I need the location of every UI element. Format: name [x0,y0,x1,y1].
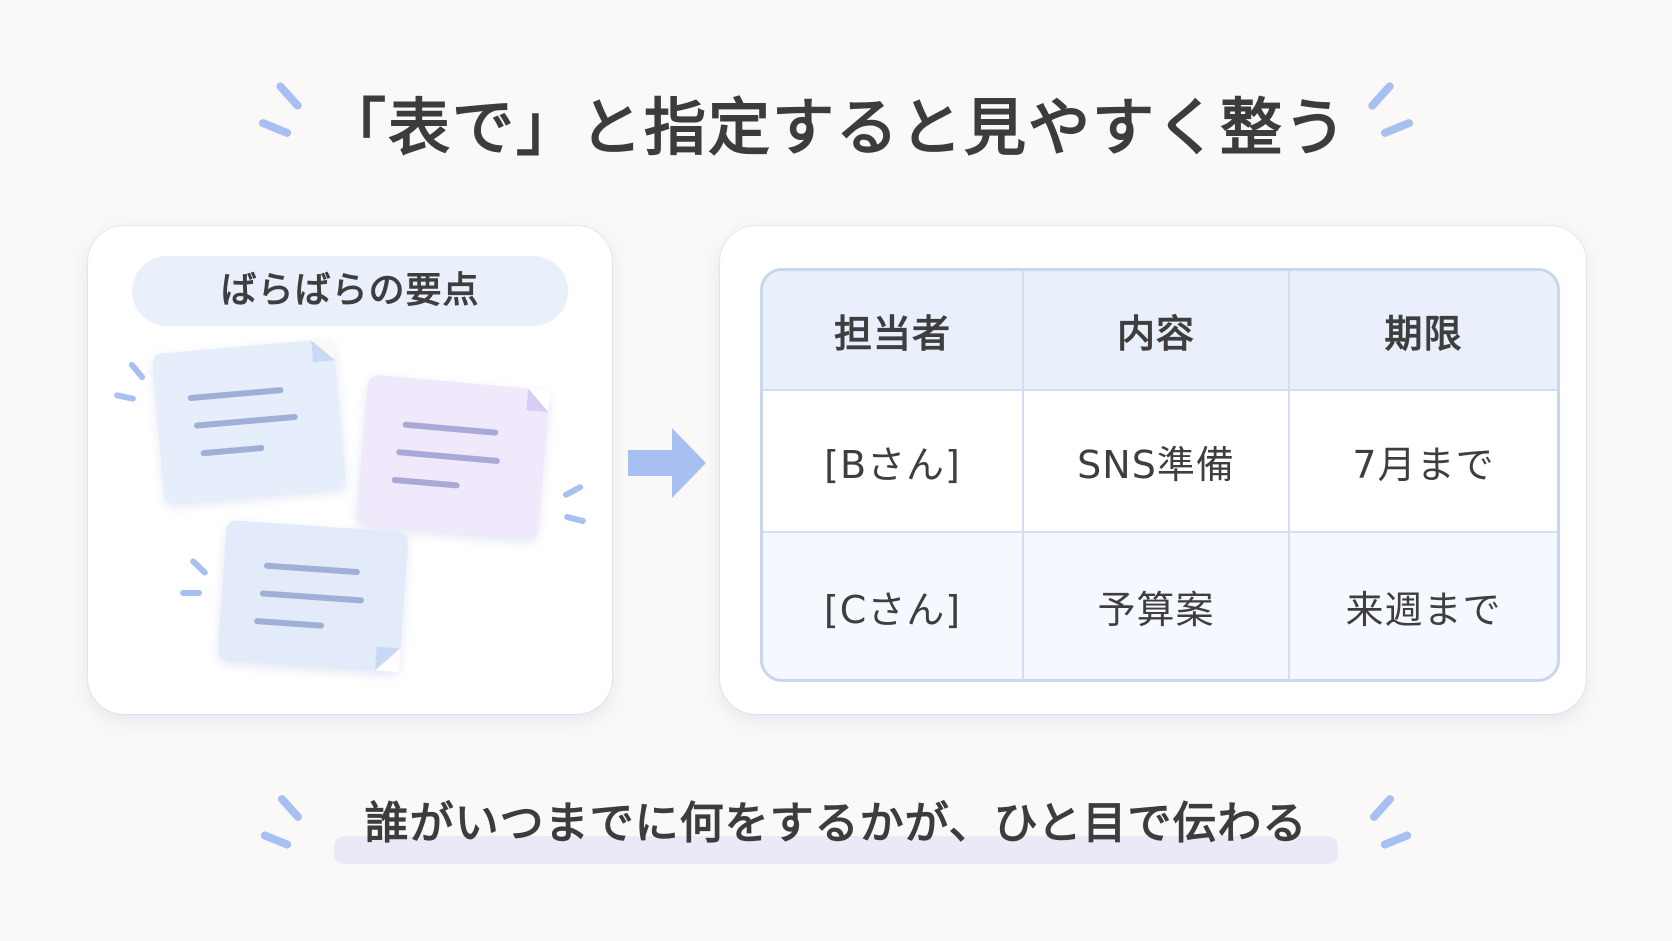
task-table: 担当者 内容 期限 [Bさん] SNS準備 7月まで [Cさん] 予算案 来週ま… [760,268,1560,682]
caption-text: 誰がいつまでに何をするかが、ひと目で伝わる [364,798,1308,849]
caption-highlight [334,836,1338,864]
note-card-icon [355,374,551,540]
table-header-cell: 期限 [1290,271,1557,391]
page-title: 「表で」と指定すると見やすく整う [323,91,1348,164]
note-card-icon [151,338,347,504]
table-cell: 7月まで [1290,391,1557,533]
table-cell: [Cさん] [763,533,1024,679]
scattered-points-label: ばらばらの要点 [132,256,568,326]
note-card-icon [217,519,409,673]
table-cell: 来週まで [1290,533,1557,679]
scattered-points-panel: ばらばらの要点 [88,226,612,714]
right-arrow-icon [628,428,706,498]
table-cell: [Bさん] [763,391,1024,533]
table-header-cell: 内容 [1024,271,1290,391]
table-cell: 予算案 [1024,533,1290,679]
table-header-cell: 担当者 [763,271,1024,391]
table-cell: SNS準備 [1024,391,1290,533]
